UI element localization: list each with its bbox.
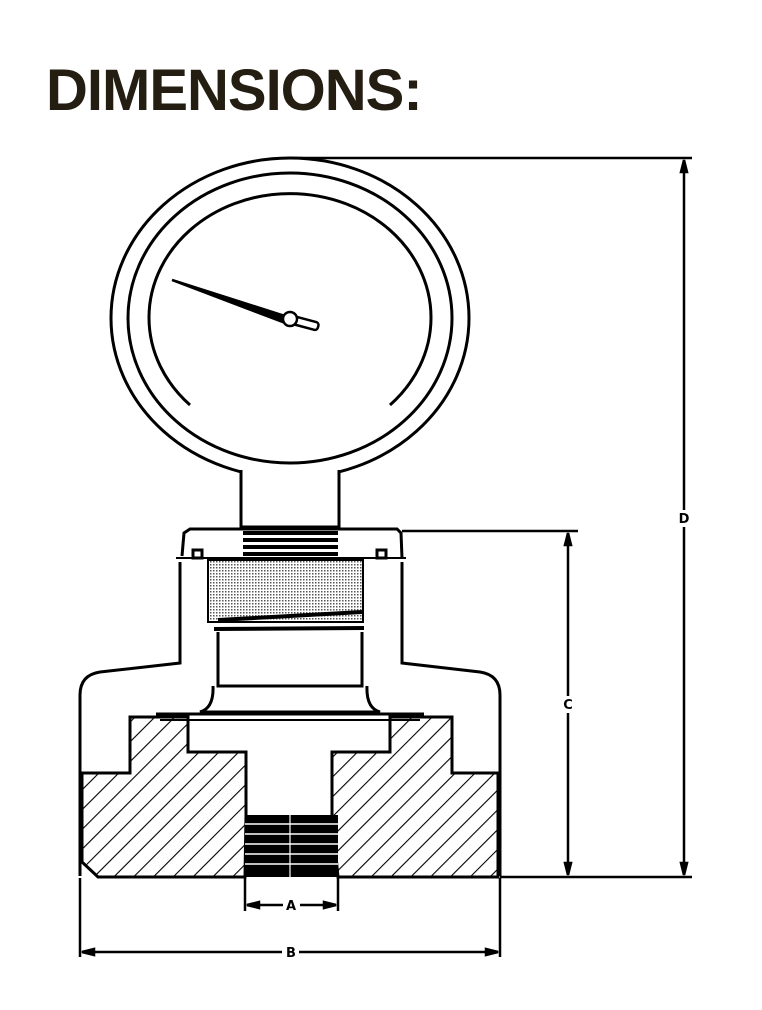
collar-thread bbox=[207, 559, 365, 631]
bottom-port-thread bbox=[245, 815, 338, 877]
page-title: DIMENSIONS: bbox=[46, 58, 423, 123]
lower-body-section bbox=[80, 712, 500, 879]
dimension-label-b: B bbox=[286, 946, 296, 961]
dimension-label-c: C bbox=[563, 698, 573, 713]
gauge-stem bbox=[239, 470, 341, 529]
dimension-label-a: A bbox=[286, 899, 296, 914]
gauge-needle bbox=[171, 278, 320, 332]
stem-thread bbox=[243, 531, 338, 556]
seal-body-outline bbox=[78, 562, 502, 876]
gauge-dial-arc bbox=[147, 192, 433, 407]
upper-collar bbox=[176, 527, 406, 560]
dimension-label-d: D bbox=[679, 512, 690, 527]
gauge-inner-bezel bbox=[126, 171, 454, 465]
dimension-lines bbox=[78, 156, 692, 957]
